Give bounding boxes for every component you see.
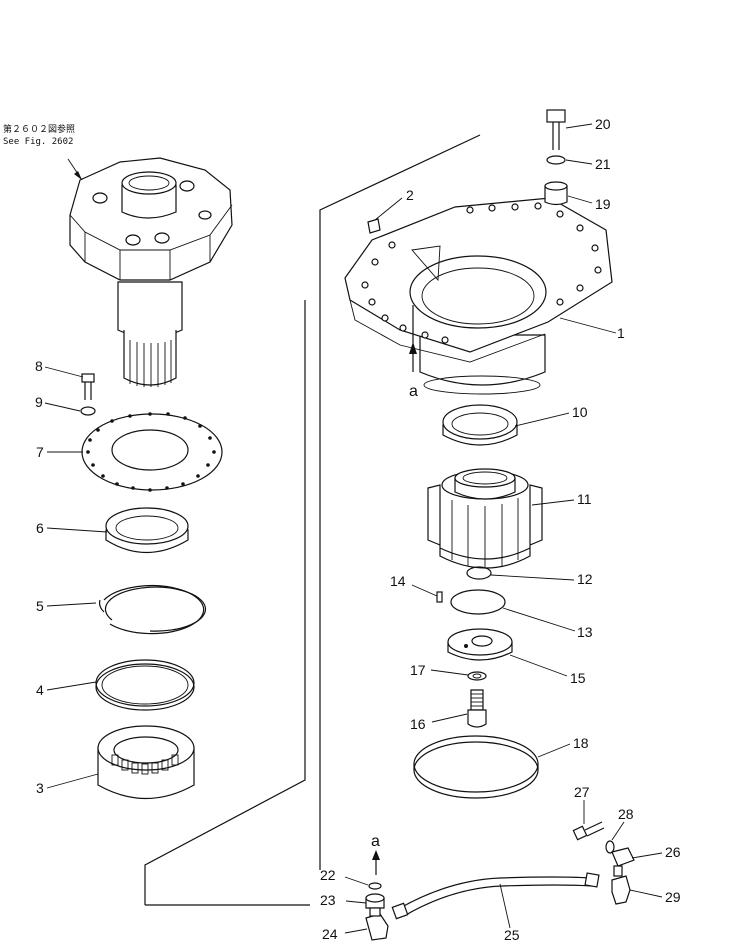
label-part-26: 26 [665,844,681,860]
part-22-washer [368,882,382,890]
part-23-nut [365,893,385,909]
label-part-17: 17 [410,662,426,678]
part-18-seal [413,735,539,799]
label-part-11: 11 [577,491,592,507]
part-11-pinion-gear [427,468,543,569]
part-13-o-ring [450,589,506,615]
label-part-24: 24 [322,926,338,942]
part-6-bearing [105,507,189,554]
label-part-9: 9 [35,394,43,410]
label-part-22: 22 [320,867,336,883]
label-part-27: 27 [574,784,590,800]
part-4-seal-ring [95,659,195,711]
reference-note-english: See Fig. 2602 [3,137,74,147]
part-25-hose [391,872,600,920]
view-marker-upper: a [409,383,418,400]
part-9-washer [80,406,96,416]
assembly-bracket-lines [144,134,481,906]
part-16-bolt [467,689,487,728]
part-20-bolt [546,109,566,150]
reference-housing-drawing [69,157,233,387]
label-part-4: 4 [36,682,44,698]
part-12-o-ring [466,566,492,580]
reference-note-japanese: 第２６０２図参照 [3,125,76,135]
label-part-10: 10 [572,404,588,420]
label-part-21: 21 [595,156,611,172]
view-a-arrow-lower: a [371,833,380,875]
part-1-housing [344,197,613,395]
label-part-12: 12 [577,571,593,587]
label-part-15: 15 [570,670,586,686]
label-part-3: 3 [36,780,44,796]
part-19-spacer [544,181,568,206]
part-29-valve [611,865,631,905]
view-a-arrow-upper: a [409,305,418,400]
label-part-25: 25 [504,927,520,943]
label-part-16: 16 [410,716,426,732]
label-part-28: 28 [618,806,634,822]
part-26-fitting [611,847,635,867]
label-part-18: 18 [573,735,589,751]
view-marker-lower: a [371,833,380,850]
label-part-8: 8 [35,358,43,374]
label-part-23: 23 [320,892,336,908]
part-number-labels: 1 2 3 4 5 6 7 8 9 10 11 12 13 14 15 16 1… [35,116,681,943]
label-part-20: 20 [595,116,611,132]
label-part-2: 2 [406,187,414,203]
part-3-roller-bearing [97,725,195,799]
part-27-bolt [572,821,605,841]
part-14-pin [436,591,443,603]
part-8-bolt [81,373,95,400]
part-24-elbow [365,907,389,941]
part-21-washer [546,155,566,165]
part-7-cover-plate [81,412,223,492]
part-2-plug [367,218,381,234]
part-17-washer [467,671,487,681]
part-5-snap-ring [98,585,206,635]
label-part-29: 29 [665,889,681,905]
label-part-7: 7 [36,444,44,460]
label-part-14: 14 [390,573,406,589]
part-10-bearing [442,404,518,446]
label-part-19: 19 [595,196,611,212]
part-15-plate [447,628,513,661]
leader-lines [44,123,663,934]
part-28-washer [605,840,615,854]
label-part-13: 13 [577,624,593,640]
label-part-5: 5 [36,598,44,614]
label-part-1: 1 [617,325,625,341]
label-part-6: 6 [36,520,44,536]
